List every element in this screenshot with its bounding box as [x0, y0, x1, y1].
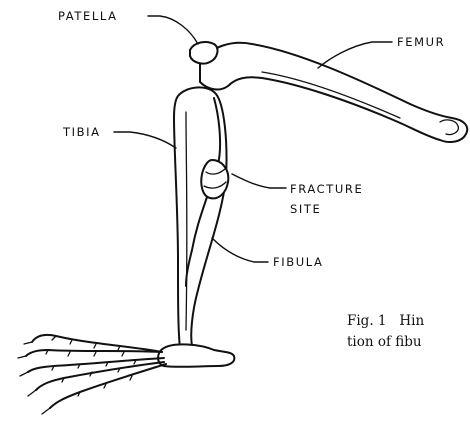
femur-leader	[318, 42, 392, 68]
ankle-bone	[158, 344, 234, 367]
tibia-leader	[114, 132, 176, 148]
caption-line2: tion of fibu	[347, 334, 422, 350]
fracture-label-line2: SITE	[290, 202, 321, 216]
fracture-callus	[201, 160, 228, 198]
fracture-site-leader	[232, 174, 286, 188]
patella-leader	[148, 16, 198, 44]
toes	[18, 335, 166, 414]
tibia-label: TIBIA	[62, 125, 101, 139]
caption-line1: Fig. 1 Hin	[347, 313, 424, 329]
femur-label: FEMUR	[397, 35, 445, 49]
fibula-label: FIBULA	[273, 255, 323, 269]
fracture-label-line1: FRACTURE	[290, 182, 363, 196]
patella-bone	[190, 42, 217, 64]
fibula-leader	[212, 238, 268, 262]
patella-label: PATELLA	[58, 9, 118, 23]
